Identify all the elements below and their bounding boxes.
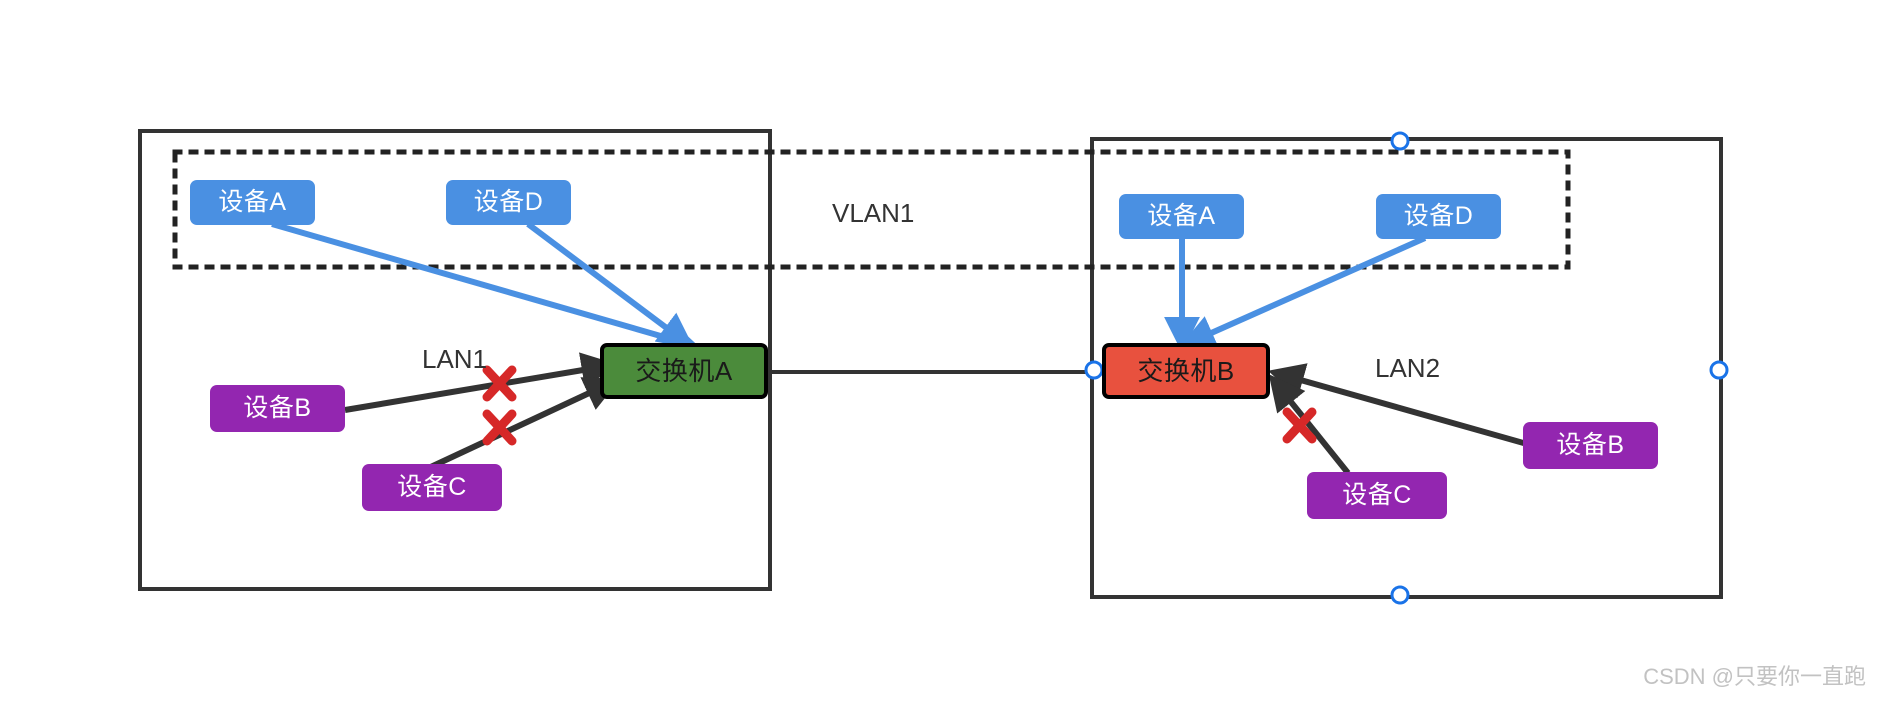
vlan1-label: VLAN1 — [832, 198, 915, 228]
node-right-device-a[interactable]: 设备A — [1119, 194, 1244, 239]
link-left-device-c-to-switch-a — [418, 377, 621, 475]
node-switch-b[interactable]: 交换机B — [1102, 343, 1270, 399]
handle-lan2-top[interactable] — [1390, 131, 1410, 151]
link-left-device-a-to-switch-a — [271, 221, 700, 355]
link-right-device-b-to-switch-b — [1268, 363, 1528, 447]
link-left-device-b-to-switch-a — [344, 352, 618, 413]
node-switch-a[interactable]: 交换机A — [600, 343, 768, 399]
vlan1-boundary — [172, 149, 1571, 270]
node-right-device-d[interactable]: 设备D — [1376, 194, 1501, 239]
node-left-device-c[interactable]: 设备C — [362, 464, 502, 511]
handle-lan2-bottom[interactable] — [1390, 585, 1410, 605]
blocked-marker-right-c — [1282, 407, 1317, 444]
node-left-device-d[interactable]: 设备D — [446, 180, 571, 225]
link-right-device-c-to-switch-b — [1268, 374, 1351, 475]
lan2-label: LAN2 — [1375, 353, 1441, 383]
node-left-device-b[interactable]: 设备B — [210, 385, 345, 432]
node-right-device-c[interactable]: 设备C — [1307, 472, 1447, 519]
link-right-device-d-to-switch-b — [1179, 235, 1427, 350]
blocked-marker-left-c — [482, 409, 517, 446]
lan1-boundary — [138, 129, 772, 591]
watermark: CSDN @只要你一直跑 — [1643, 664, 1866, 689]
handle-lan2-left[interactable] — [1084, 360, 1104, 380]
handle-lan2-right[interactable] — [1709, 360, 1729, 380]
node-right-device-b[interactable]: 设备B — [1523, 422, 1658, 469]
lan1-label: LAN1 — [422, 344, 488, 374]
link-left-device-d-to-switch-a — [526, 221, 695, 349]
blocked-marker-left-b — [482, 365, 517, 402]
node-left-device-a[interactable]: 设备A — [190, 180, 315, 225]
